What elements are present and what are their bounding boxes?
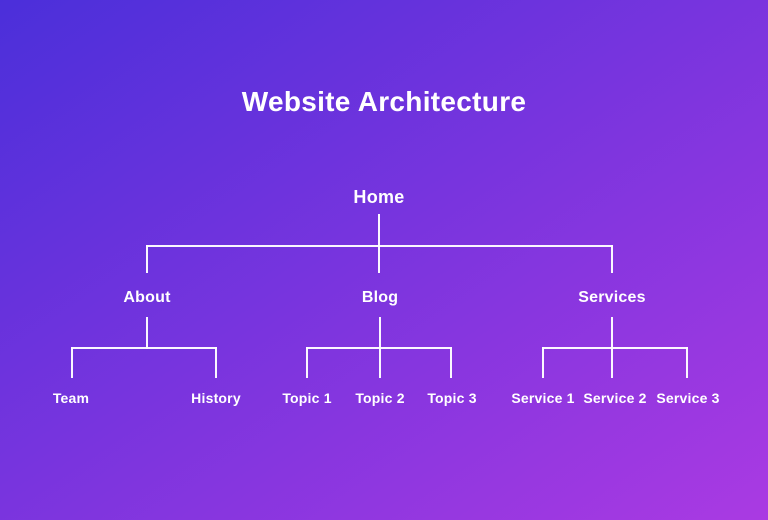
connector-blog-bar <box>306 347 452 349</box>
connector-drop-about <box>146 245 148 273</box>
diagram-title: Website Architecture <box>241 86 527 117</box>
node-home: Home <box>353 187 405 207</box>
connector-home-stem <box>378 214 380 273</box>
node-topic-1: Topic 1 <box>282 390 332 406</box>
node-services: Services <box>578 289 646 306</box>
node-blog: Blog <box>361 289 399 306</box>
node-topic-3: Topic 3 <box>427 390 477 406</box>
connector-level1-bar <box>146 245 613 247</box>
node-history: History <box>191 390 241 406</box>
node-service-3: Service 3 <box>656 390 720 406</box>
connector-services-bar <box>542 347 688 349</box>
node-service-1: Service 1 <box>511 390 575 406</box>
connector-about-bar <box>71 347 217 349</box>
node-topic-2: Topic 2 <box>355 390 405 406</box>
node-team: Team <box>52 390 90 406</box>
connector-drop-service1 <box>542 347 544 378</box>
connector-drop-topic1 <box>306 347 308 378</box>
node-about: About <box>123 289 171 306</box>
connector-drop-service3 <box>686 347 688 378</box>
node-service-2: Service 2 <box>583 390 647 406</box>
connector-drop-team <box>71 347 73 378</box>
connector-about-stem <box>146 317 148 349</box>
connector-drop-topic3 <box>450 347 452 378</box>
connector-drop-history <box>215 347 217 378</box>
connector-drop-services <box>611 245 613 273</box>
